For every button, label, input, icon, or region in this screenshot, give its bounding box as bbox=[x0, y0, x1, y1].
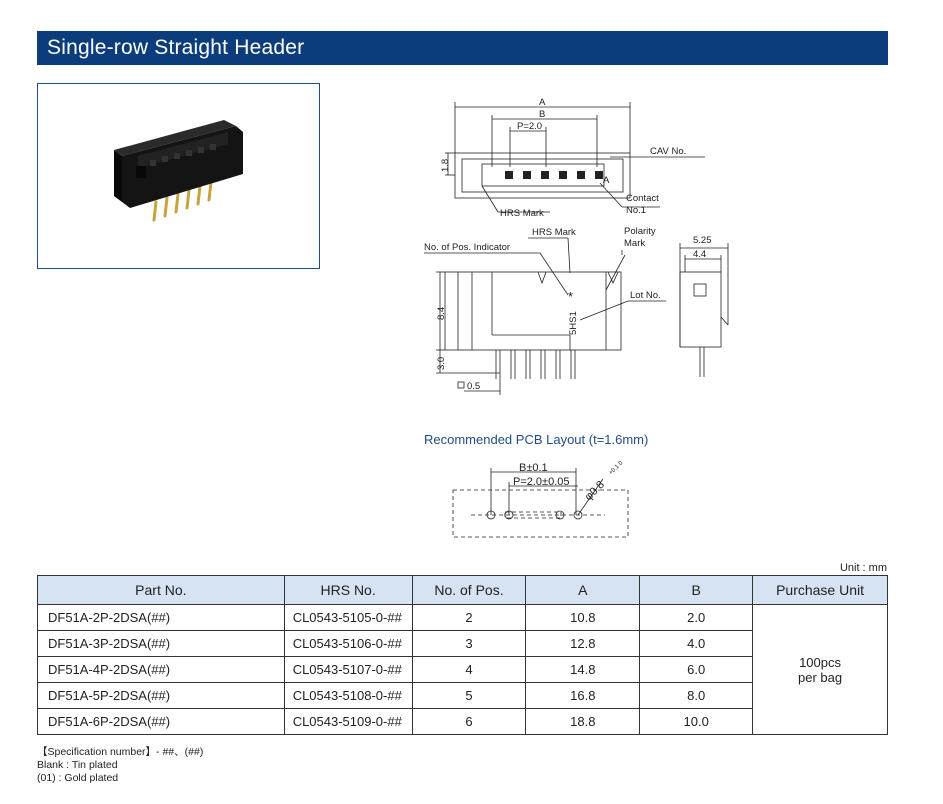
table-row: DF51A-4P-2DSA(##) CL0543-5107-0-## 4 14.… bbox=[37, 656, 888, 683]
contact-label-1: Contact bbox=[626, 193, 659, 204]
lot-no-label: Lot No. bbox=[630, 290, 661, 301]
purchase-unit-qty: 100pcs bbox=[799, 654, 841, 670]
table-row: DF51A-5P-2DSA(##) CL0543-5108-0-## 5 16.… bbox=[37, 682, 888, 709]
cell-a: 10.8 bbox=[525, 604, 641, 631]
cell-part-no: DF51A-3P-2DSA(##) bbox=[37, 630, 285, 657]
note-tin-plated: Blank : Tin plated bbox=[37, 759, 118, 771]
side-width-2: 4.4 bbox=[693, 249, 706, 260]
cell-a: 16.8 bbox=[525, 682, 641, 709]
product-photo bbox=[37, 83, 320, 269]
cell-b: 8.0 bbox=[639, 682, 754, 709]
unit-label: Unit : mm bbox=[839, 562, 887, 574]
page-title: Single-row Straight Header bbox=[47, 36, 305, 59]
spec-notes: 【Specification number】- ##、(##) Blank : … bbox=[37, 746, 203, 785]
cell-part-no: DF51A-4P-2DSA(##) bbox=[37, 656, 285, 683]
pcb-dim-b: B±0.1 bbox=[519, 462, 548, 474]
cell-no-of-pos: 3 bbox=[411, 630, 527, 657]
note-spec-number: 【Specification number】- ##、(##) bbox=[37, 746, 204, 758]
col-header-a: A bbox=[525, 575, 641, 605]
cell-hrs-no: CL0543-5105-0-## bbox=[283, 604, 413, 631]
connector-image bbox=[114, 120, 243, 222]
cell-hrs-no: CL0543-5109-0-## bbox=[283, 708, 413, 735]
contact-label-2: No.1 bbox=[626, 205, 646, 216]
pin-square-label: 0.5 bbox=[467, 381, 480, 392]
col-header-purchase-unit: Purchase Unit bbox=[752, 575, 888, 605]
dim-pin-label: 3.0 bbox=[436, 357, 447, 370]
pos-indicator-label: No. of Pos. Indicator bbox=[424, 242, 510, 253]
table-row: DF51A-2P-2DSA(##) CL0543-5105-0-## 2 10.… bbox=[37, 604, 888, 735]
cell-hrs-no: CL0543-5106-0-## bbox=[283, 630, 413, 657]
title-bar: Single-row Straight Header bbox=[37, 31, 888, 65]
cell-no-of-pos: 4 bbox=[411, 656, 527, 683]
cell-hrs-no: CL0543-5107-0-## bbox=[283, 656, 413, 683]
cell-no-of-pos: 5 bbox=[411, 682, 527, 709]
polarity-label-2: Mark bbox=[624, 238, 645, 249]
cell-a: 12.8 bbox=[525, 630, 641, 657]
purchase-unit-pack: per bag bbox=[798, 669, 843, 685]
col-header-hrs-no: HRS No. bbox=[283, 575, 413, 605]
polarity-label-1: Polarity bbox=[624, 226, 656, 237]
col-header-no-of-pos: No. of Pos. bbox=[411, 575, 527, 605]
cell-purchase-unit: 100pcs per bag bbox=[752, 604, 888, 735]
spec-table: Part No. HRS No. No. of Pos. A B Purchas… bbox=[37, 575, 888, 735]
cell-b: 2.0 bbox=[639, 604, 754, 631]
cell-part-no: DF51A-6P-2DSA(##) bbox=[37, 708, 285, 735]
pcb-layout-title: Recommended PCB Layout (t=1.6mm) bbox=[424, 432, 649, 447]
hrs-mark-label-front: HRS Mark bbox=[532, 227, 576, 238]
pcb-dim-p: P=2.0±0.05 bbox=[513, 476, 570, 488]
pcb-hole-tol: +0.1 0 bbox=[608, 460, 625, 477]
cell-a: 18.8 bbox=[525, 708, 641, 735]
cell-no-of-pos: 2 bbox=[411, 604, 527, 631]
cell-no-of-pos: 6 bbox=[411, 708, 527, 735]
col-header-part-no: Part No. bbox=[37, 575, 285, 605]
dim-a-label: A bbox=[539, 97, 546, 108]
table-row: DF51A-6P-2DSA(##) CL0543-5109-0-## 6 18.… bbox=[37, 708, 888, 735]
dim-body-label: 8.4 bbox=[436, 307, 447, 320]
lot-code: 5HS1 bbox=[568, 311, 579, 335]
pcb-hole-dim: φ0.8 bbox=[583, 479, 607, 503]
cell-b: 10.0 bbox=[639, 708, 754, 735]
cav-letter: A bbox=[603, 175, 610, 186]
cell-b: 4.0 bbox=[639, 630, 754, 657]
hrs-mark-label-top: HRS Mark bbox=[500, 208, 544, 219]
table-header-row: Part No. HRS No. No. of Pos. A B Purchas… bbox=[37, 575, 888, 605]
cell-a: 14.8 bbox=[525, 656, 641, 683]
cav-no-label: CAV No. bbox=[650, 146, 686, 157]
side-width-1: 5.25 bbox=[693, 235, 712, 246]
cell-part-no: DF51A-2P-2DSA(##) bbox=[37, 604, 285, 631]
cell-part-no: DF51A-5P-2DSA(##) bbox=[37, 682, 285, 709]
cell-b: 6.0 bbox=[639, 656, 754, 683]
technical-drawing: A B P=2.0 1.8 CAV No. A Contact No.1 HRS… bbox=[424, 97, 729, 395]
pitch-label: P=2.0 bbox=[517, 121, 542, 132]
height-label: 1.8 bbox=[440, 159, 451, 172]
table-row: DF51A-3P-2DSA(##) CL0543-5106-0-## 3 12.… bbox=[37, 630, 888, 657]
pcb-layout-drawing: B±0.1 P=2.0±0.05 φ0.8 +0.1 0 bbox=[452, 460, 629, 538]
dim-b-label: B bbox=[539, 109, 545, 120]
cell-hrs-no: CL0543-5108-0-## bbox=[283, 682, 413, 709]
star-mark: * bbox=[568, 289, 573, 304]
col-header-b: B bbox=[639, 575, 754, 605]
note-gold-plated: (01) : Gold plated bbox=[37, 772, 119, 784]
